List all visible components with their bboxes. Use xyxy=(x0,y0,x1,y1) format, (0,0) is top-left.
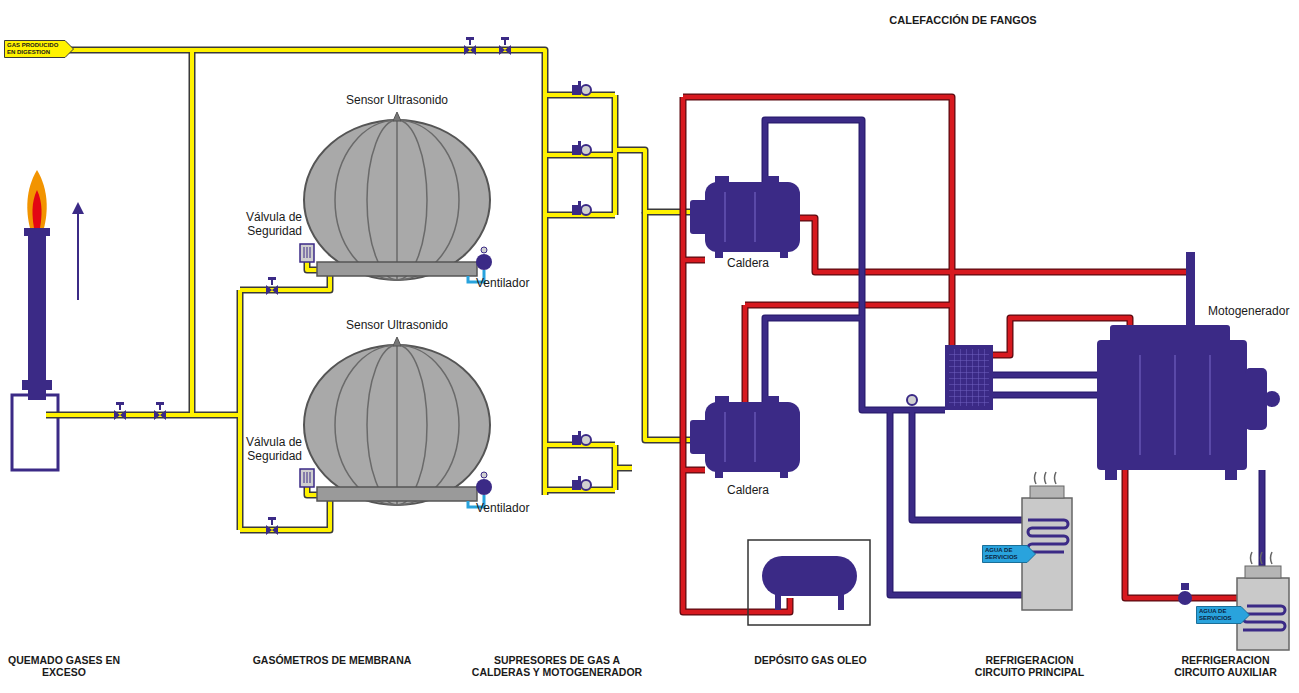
membrane-gasometer-part xyxy=(476,254,492,270)
water-inlet-arrow-outline xyxy=(983,546,1036,563)
membrane-gasometer-part xyxy=(481,247,487,253)
return-pipe xyxy=(765,120,1262,595)
gas-valves-part xyxy=(266,517,278,535)
heat-exchanger xyxy=(907,345,993,410)
heat-exchanger-part xyxy=(949,349,989,406)
engine-generator-part xyxy=(1181,583,1189,590)
flare-stack xyxy=(12,170,84,470)
flare-stack-part xyxy=(22,380,52,390)
membrane-gasometer-part xyxy=(476,479,492,495)
engine-generator-part xyxy=(1186,252,1195,337)
boiler-part xyxy=(690,396,800,478)
water-inlet-arrow: AGUA DE SERVICIOS xyxy=(982,545,1036,563)
membrane-gasometer xyxy=(300,112,492,507)
diesel-tank xyxy=(748,540,870,625)
tag-text: AGUA DE SERVICIOS xyxy=(1199,608,1239,622)
diesel-tank-part xyxy=(762,556,857,596)
gas-suppressor xyxy=(572,81,591,490)
flare-stack-part xyxy=(77,212,79,300)
gas-pipe-outline xyxy=(46,50,690,530)
gas-valves-part xyxy=(114,402,126,420)
diesel-tank-part xyxy=(838,594,844,610)
engine-generator-part xyxy=(1225,470,1237,480)
gas-suppressor-part xyxy=(572,431,591,445)
gas-suppressor-part xyxy=(572,201,591,215)
cooling-tower xyxy=(1022,472,1289,650)
membrane-gasometer-part xyxy=(300,244,314,262)
gas-suppressor-part xyxy=(572,141,591,155)
gas-pipe xyxy=(46,50,690,530)
cooling-tower-part xyxy=(1243,606,1285,630)
gas-suppressor-part xyxy=(572,476,591,490)
gas-inlet-arrow: GAS PRODUCIDO EN DIGESTION xyxy=(4,40,74,58)
flare-stack-part xyxy=(72,202,84,214)
boiler xyxy=(690,176,800,478)
heat-exchanger-part xyxy=(945,345,993,410)
gas-valves-part xyxy=(154,402,166,420)
gas-valves-part xyxy=(499,37,511,55)
part-label: Sensor Ultrasonido xyxy=(337,94,457,108)
engine-generator-part xyxy=(1178,591,1192,605)
part-label: Válvula de Seguridad xyxy=(234,436,302,464)
water-inlet-arrow-outline xyxy=(1197,607,1250,624)
cooling-tower-part xyxy=(1030,486,1064,498)
boiler-part xyxy=(690,176,800,258)
section-label: SUPRESORES DE GAS A CALDERAS Y MOTOGENER… xyxy=(467,654,647,678)
section-label: QUEMADO GASES EN EXCESO xyxy=(8,654,120,678)
tag-text: AGUA DE SERVICIOS xyxy=(985,547,1025,561)
engine-generator-part xyxy=(1140,355,1210,455)
gas-valves xyxy=(114,37,511,535)
gas-valves-part xyxy=(464,37,476,55)
section-label: REFRIGERACION CIRCUITO AUXILIAR xyxy=(1158,654,1293,678)
flare-stack-part xyxy=(12,395,58,470)
cooling-tower-part xyxy=(1245,566,1281,578)
engine-generator-part xyxy=(1245,368,1267,430)
membrane-gasometer-part xyxy=(304,472,310,483)
engine-generator-part xyxy=(1097,340,1247,470)
diesel-tank-part xyxy=(775,594,781,610)
section-label: DEPÓSITO GAS OLEO xyxy=(738,654,883,666)
part-label: Caldera xyxy=(718,257,778,271)
part-label: Válvula de Seguridad xyxy=(234,211,302,239)
engine-generator-part xyxy=(1105,470,1117,480)
flare-stack-part xyxy=(32,190,41,228)
part-label: Ventilador xyxy=(476,277,542,291)
cooling-tower-part xyxy=(1035,472,1057,484)
section-label: REFRIGERACION CIRCUITO PRINCIPAL xyxy=(962,654,1097,678)
cooling-tower-part xyxy=(1251,552,1273,564)
part-label: Caldera xyxy=(718,484,778,498)
flare-stack-part xyxy=(27,170,46,228)
flare-stack-part xyxy=(28,230,46,400)
diesel-tank-part xyxy=(748,540,870,625)
flare-stack-part xyxy=(24,228,50,236)
part-label: Sensor Ultrasonido xyxy=(337,319,457,333)
membrane-gasometer-part xyxy=(304,337,490,505)
membrane-gasometer-part xyxy=(300,469,314,487)
section-label: GASÓMETROS DE MEMBRANA xyxy=(242,654,422,666)
heat-exchanger-part xyxy=(907,395,917,405)
membrane-gasometer-part xyxy=(304,112,490,280)
engine-generator-part xyxy=(1264,391,1280,407)
part-label: Motogenerador xyxy=(1208,305,1296,319)
tag-text: GAS PRODUCIDO EN DIGESTION xyxy=(7,42,63,56)
gas-inlet-arrow-outline xyxy=(5,41,74,58)
return-pipe-outline xyxy=(765,120,1262,595)
water-inlet-arrow: AGUA DE SERVICIOS xyxy=(1196,606,1250,624)
part-label: Ventilador xyxy=(476,502,542,516)
cooling-tower-part xyxy=(1028,520,1068,552)
membrane-gasometer-part xyxy=(481,472,487,478)
section-heading: CALEFACCIÓN DE FANGOS xyxy=(878,14,1048,27)
membrane-gasometer-part xyxy=(304,247,310,258)
gas-valves-part xyxy=(266,277,278,295)
gas-suppressor-part xyxy=(572,81,591,95)
